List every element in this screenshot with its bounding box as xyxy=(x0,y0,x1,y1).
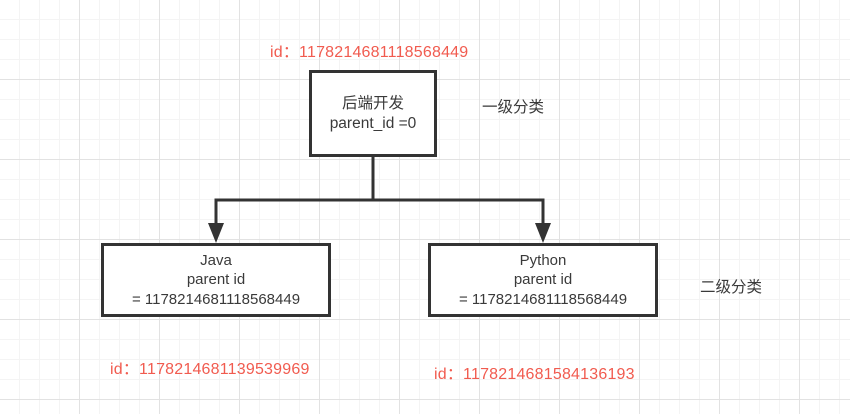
edge-root-to-python xyxy=(371,155,545,230)
node-python[interactable]: Python parent id = 1178214681118568449 xyxy=(428,243,658,317)
node-java-line-3: = 1178214681118568449 xyxy=(131,290,301,308)
node-backend-development[interactable]: 后端开发 parent_id =0 xyxy=(309,70,437,157)
id-label-java: id：1178214681139539969 xyxy=(110,361,310,378)
node-root-line-1: 后端开发 xyxy=(341,94,404,112)
tier-label-level-1: 一级分类 xyxy=(482,99,545,116)
node-java-line-1: Java xyxy=(200,252,232,270)
arrowhead-python xyxy=(535,223,551,243)
arrowhead-java xyxy=(208,223,224,243)
node-java[interactable]: Java parent id = 1178214681118568449 xyxy=(101,243,331,317)
id-label-python: id：1178214681584136193 xyxy=(434,366,635,383)
tier-label-level-2: 二级分类 xyxy=(700,279,763,296)
node-root-line-2: parent_id =0 xyxy=(329,114,417,132)
node-python-line-3: = 1178214681118568449 xyxy=(458,290,628,308)
node-python-line-1: Python xyxy=(519,252,567,270)
node-python-line-2: parent id xyxy=(513,271,573,289)
id-label-root: id：1178214681118568449 xyxy=(270,44,469,61)
node-java-line-2: parent id xyxy=(186,271,246,289)
edge-root-to-java xyxy=(214,155,375,230)
